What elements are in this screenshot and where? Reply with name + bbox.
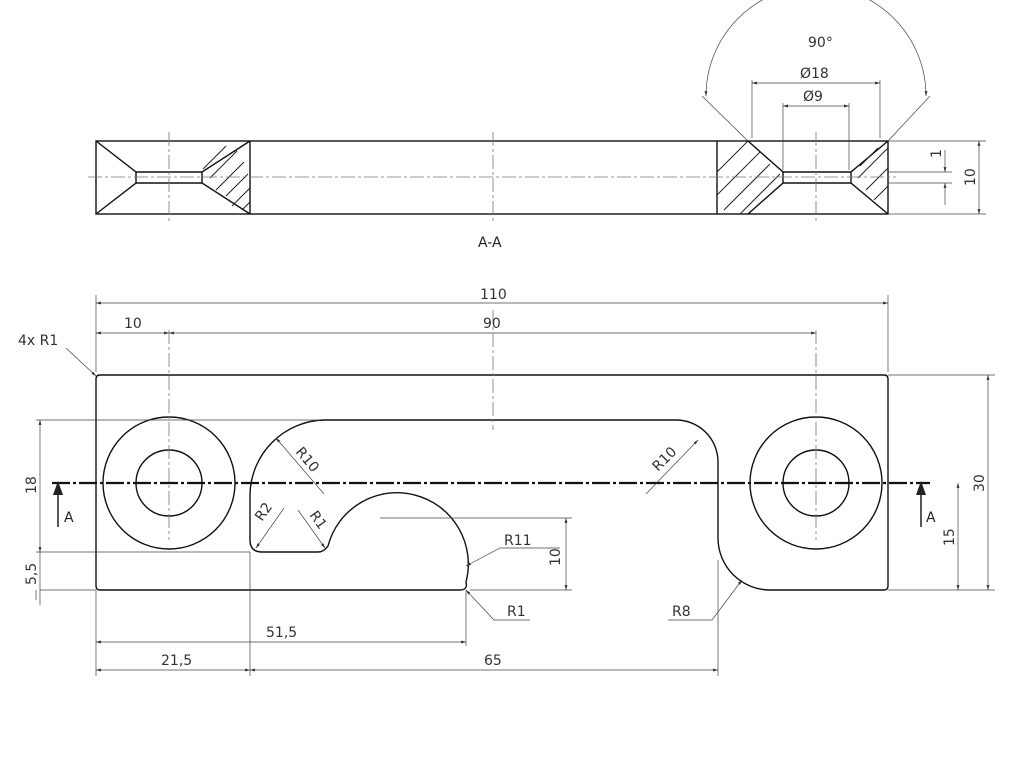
corner-radius-note: 4x R1: [18, 333, 58, 349]
left-hole-section: [95, 140, 251, 215]
dim-65-label: 65: [484, 653, 502, 669]
r1-inner-label: R1: [306, 508, 330, 532]
dim-10-slot-label: 10: [548, 548, 564, 566]
dim-90-label: 90: [483, 316, 501, 332]
r2-label: R2: [252, 500, 276, 524]
dim-21-5-label: 21,5: [161, 653, 192, 669]
dim-15-label: 15: [942, 528, 958, 546]
r1-tip-label: R1: [507, 604, 526, 620]
thickness-label: 10: [963, 168, 979, 186]
section-outline: [95, 140, 889, 215]
diameter-18-label: Ø18: [800, 66, 829, 82]
section-view: 90° Ø18 Ø9 1 10 A-A: [88, 0, 986, 251]
svg-text:A: A: [64, 510, 74, 526]
r10-left-label: R10: [292, 444, 322, 475]
dim-18-label: 18: [24, 476, 40, 494]
r11-label: R11: [504, 533, 532, 549]
section-label: A-A: [478, 235, 502, 251]
dim-110-label: 110: [480, 287, 507, 303]
svg-text:A: A: [926, 510, 936, 526]
dim-1-label: 1: [929, 149, 945, 158]
dim-10-label: 10: [124, 316, 142, 332]
r8-label: R8: [672, 604, 691, 620]
dim-30-label: 30: [972, 474, 988, 492]
section-arrow-left: A: [53, 481, 74, 527]
dim-51-5-label: 51,5: [266, 625, 297, 641]
angle-label: 90°: [808, 35, 833, 51]
section-arrow-right: A: [916, 481, 936, 527]
right-hole-section: [716, 140, 889, 215]
top-view: A A 110 10 90 4x R1 30 15 18: [18, 287, 995, 676]
plate-outline: [95, 374, 889, 591]
dim-5-5-label: 5,5: [24, 563, 40, 585]
r10-right-label: R10: [650, 444, 681, 475]
diameter-9-label: Ø9: [803, 89, 823, 105]
